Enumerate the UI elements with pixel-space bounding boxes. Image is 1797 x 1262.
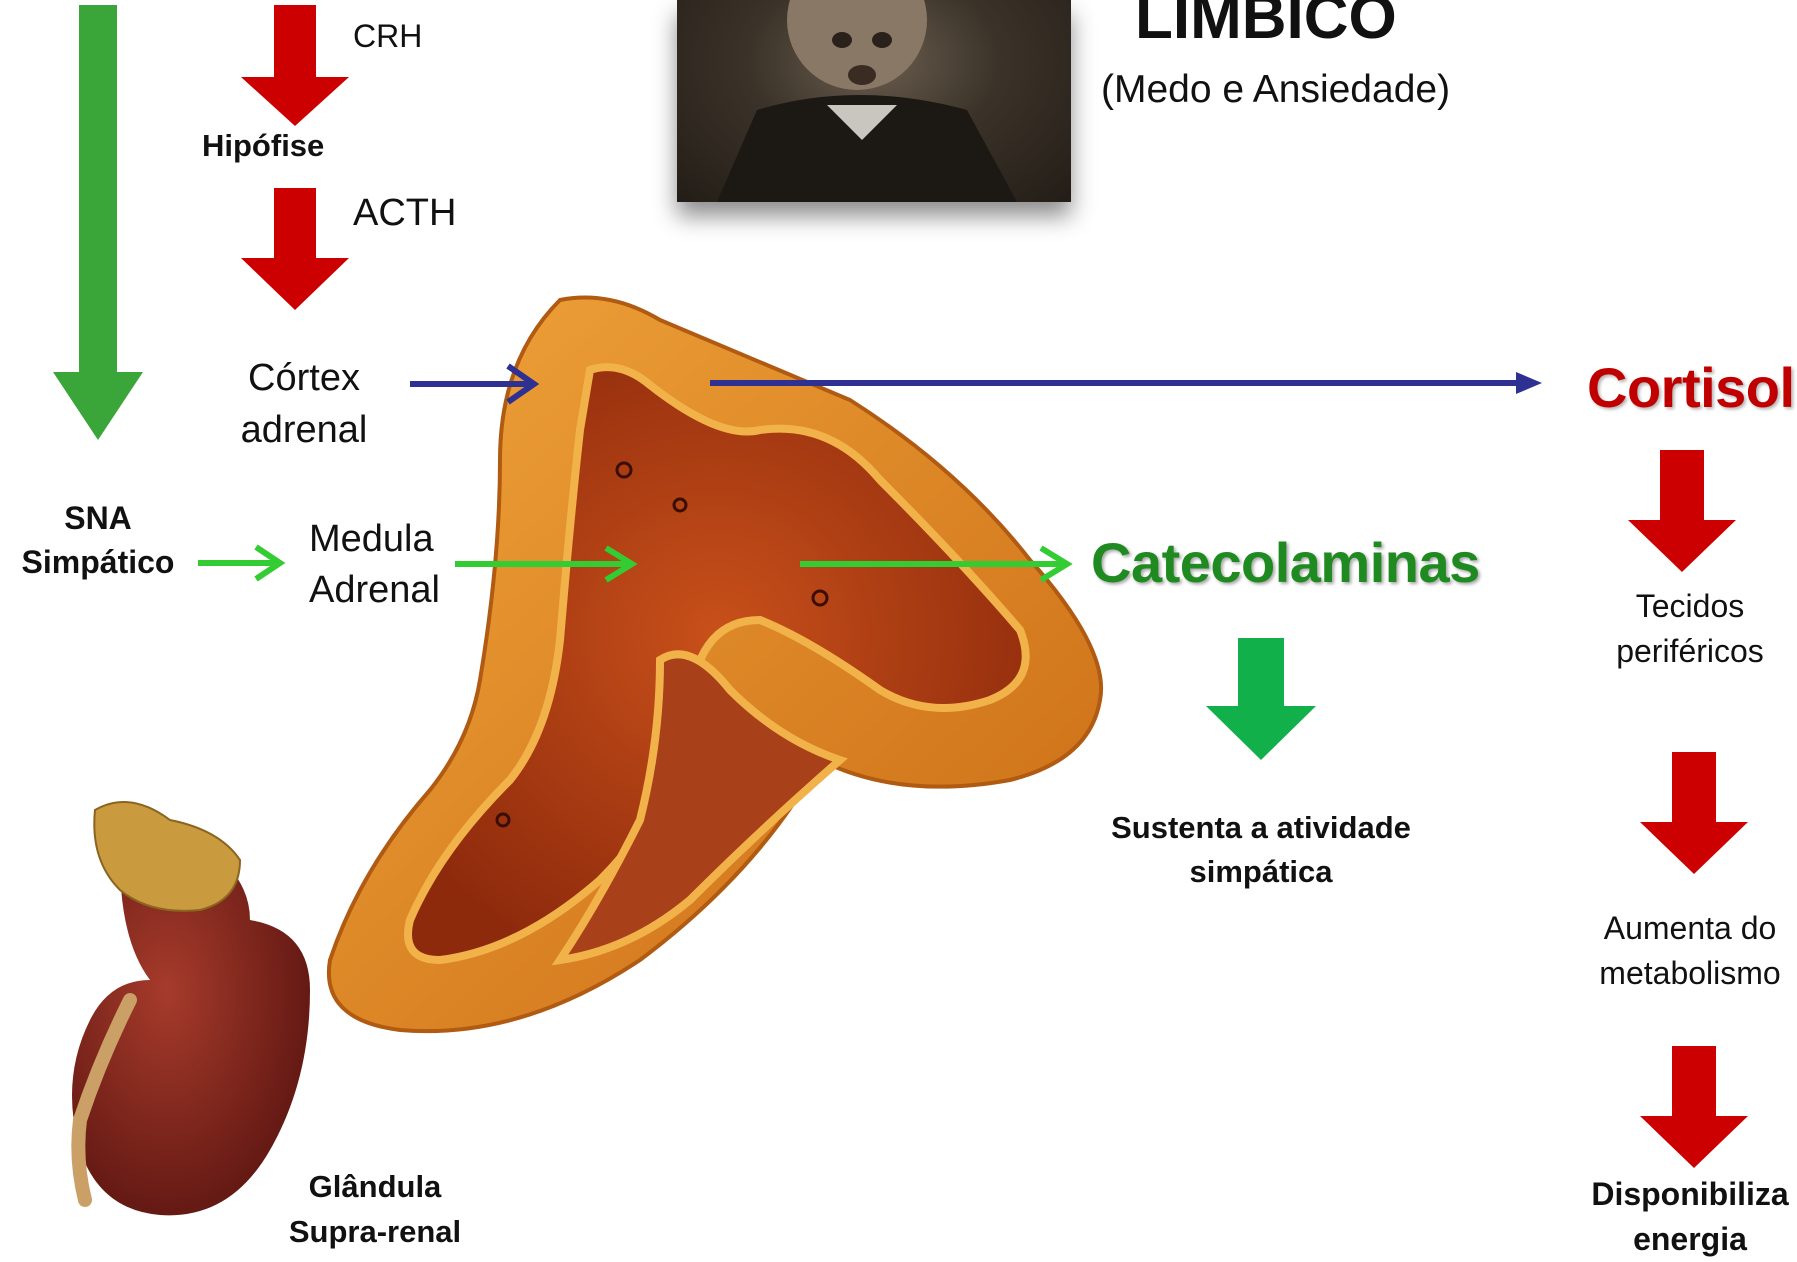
cortisol-label: Cortisol [1587, 355, 1795, 420]
cortisol-red-down-arrow-3-icon [1640, 1046, 1748, 1168]
sustenta-label: Sustenta a atividade simpática [1094, 806, 1428, 894]
cortex-blue-arrow-icon [410, 366, 534, 402]
disponibiliza-line2: energia [1580, 1217, 1797, 1262]
cortisol-blue-arrow-icon [710, 372, 1542, 394]
crh-label: CRH [353, 18, 422, 55]
acth-label: ACTH [353, 192, 456, 235]
limbico-title: LÍMBICO [1135, 0, 1397, 53]
tecidos-line1: Tecidos [1590, 584, 1790, 629]
sustenta-line1: Sustenta a atividade [1094, 806, 1428, 850]
green-down-arrow-icon [53, 5, 143, 440]
acth-red-down-arrow-icon [241, 188, 349, 310]
sna-simpatico-label: SNA Simpático [0, 496, 196, 584]
medula-adrenal-label: Medula Adrenal [309, 514, 440, 616]
glandula-supra-renal-label: Glândula Supra-renal [280, 1164, 470, 1254]
glandula-line2: Supra-renal [280, 1209, 470, 1254]
cortex-line1: Córtex [232, 352, 376, 404]
tecidos-line2: periféricos [1590, 629, 1790, 674]
catecolaminas-label: Catecolaminas [1091, 530, 1480, 595]
glandula-line1: Glândula [280, 1164, 470, 1209]
sustenta-line2: simpática [1094, 850, 1428, 894]
medula-line2: Adrenal [309, 565, 440, 616]
sna-line1: SNA [0, 496, 196, 540]
cortisol-red-down-arrow-1-icon [1628, 450, 1736, 572]
sna-line2: Simpático [0, 540, 196, 584]
hipofise-label: Hipófise [202, 128, 324, 164]
medula-line1: Medula [309, 514, 440, 565]
catecolaminas-green-arrow-icon [800, 548, 1067, 580]
aumenta-metabolismo-label: Aumenta do metabolismo [1580, 906, 1797, 996]
disponibiliza-line1: Disponibiliza [1580, 1172, 1797, 1217]
disponibiliza-energia-label: Disponibiliza energia [1580, 1172, 1797, 1262]
catecolaminas-down-arrow-icon [1206, 638, 1316, 760]
medula-green-arrow-icon [455, 548, 632, 580]
aumenta-line2: metabolismo [1580, 951, 1797, 996]
limbico-subtitle: (Medo e Ansiedade) [1101, 68, 1450, 112]
crh-red-down-arrow-icon [241, 5, 349, 126]
sna-green-arrow-icon [198, 547, 280, 579]
cortex-line2: adrenal [232, 404, 376, 456]
aumenta-line1: Aumenta do [1580, 906, 1797, 951]
cortex-adrenal-label: Córtex adrenal [232, 352, 376, 456]
tecidos-perifericos-label: Tecidos periféricos [1590, 584, 1790, 674]
cortisol-red-down-arrow-2-icon [1640, 752, 1748, 874]
